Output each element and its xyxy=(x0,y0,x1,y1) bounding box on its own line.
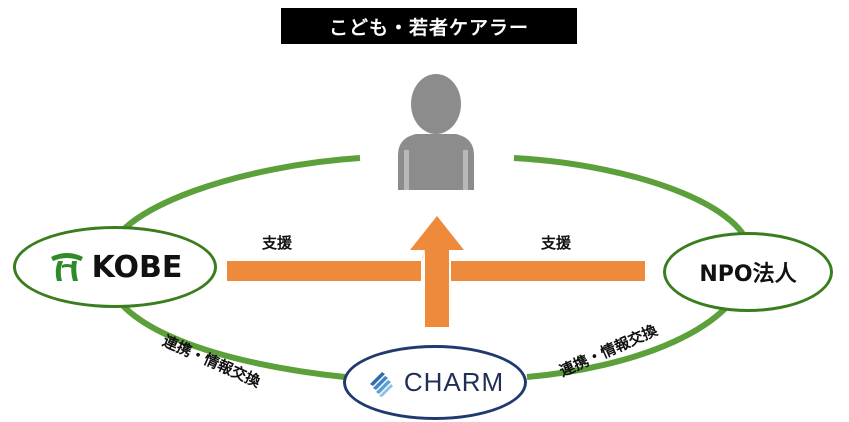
support-label-right: 支援 xyxy=(541,234,572,252)
person-icon xyxy=(398,74,474,190)
charm-node: CHARM xyxy=(343,345,527,420)
support-arrow xyxy=(227,216,645,327)
charm-logo-icon xyxy=(369,371,393,397)
support-label-left: 支援 xyxy=(262,234,293,252)
diagram-title: こども・若者ケアラー xyxy=(281,8,577,44)
kobe-node: KOBE xyxy=(13,226,217,308)
npo-node: NPO法人 xyxy=(663,232,833,312)
kobe-logo-icon xyxy=(50,253,83,281)
charm-label: CHARM xyxy=(403,367,505,397)
kobe-label: KOBE xyxy=(91,249,183,285)
npo-label: NPO法人 xyxy=(699,262,797,287)
